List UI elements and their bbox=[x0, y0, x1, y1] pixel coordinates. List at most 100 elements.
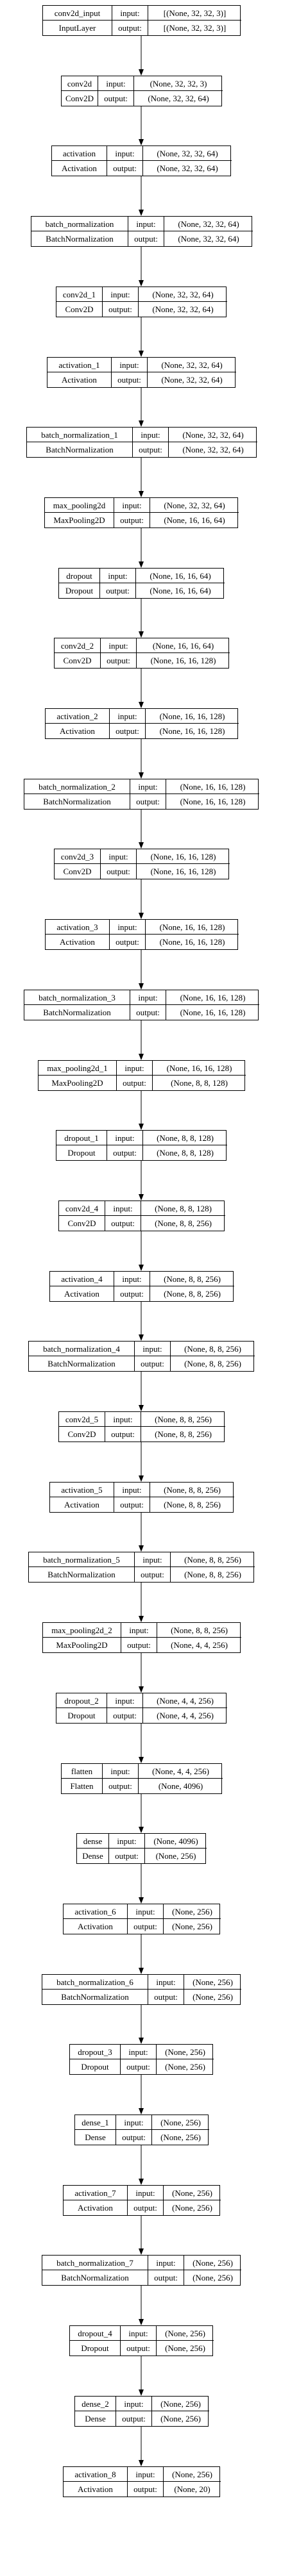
layer-name: dropout_1 bbox=[56, 1131, 107, 1145]
input-label: input: bbox=[128, 217, 164, 231]
arrowhead bbox=[139, 2108, 144, 2115]
input-label: input: bbox=[148, 2256, 184, 2270]
layer-name: batch_normalization_2 bbox=[24, 779, 130, 794]
output-shape: (None, 8, 8, 128) bbox=[171, 1078, 228, 1088]
output-label: output: bbox=[121, 2059, 157, 2074]
output-shape: (None, 16, 16, 128) bbox=[159, 937, 225, 947]
output-label: output: bbox=[130, 794, 166, 809]
output-label: output: bbox=[130, 1005, 166, 1020]
layer-type: BatchNormalization bbox=[31, 231, 128, 246]
layer-name: dense_2 bbox=[75, 2397, 116, 2411]
layer-type: Dense bbox=[77, 1849, 109, 1863]
output-shape: (None, 16, 16, 128) bbox=[150, 867, 216, 876]
input-label: input: bbox=[110, 709, 146, 724]
layer-name: conv2d_5 bbox=[59, 1412, 105, 1427]
arrowhead bbox=[139, 280, 144, 287]
layer-type: InputLayer bbox=[43, 21, 112, 35]
layer-type: BatchNormalization bbox=[29, 1356, 135, 1371]
layer-name: batch_normalization bbox=[31, 217, 128, 231]
input-shape: (None, 4, 4, 256) bbox=[143, 1693, 227, 1708]
layer-name: activation_1 bbox=[47, 358, 112, 372]
output-shape: (None, 32, 32, 64) bbox=[182, 445, 244, 454]
input-shape: (None, 8, 8, 128) bbox=[141, 1201, 225, 1216]
layer-type: Conv2D bbox=[55, 864, 101, 879]
input-label: input: bbox=[101, 638, 137, 653]
arrowhead bbox=[139, 983, 144, 990]
output-shape: (None, 256) bbox=[172, 2203, 212, 2213]
output-shape: (None, 8, 8, 256) bbox=[155, 1429, 212, 1439]
input-label: input: bbox=[116, 2115, 152, 2130]
output-shape: (None, 4, 4, 256) bbox=[171, 1640, 228, 1650]
layer-type: Dense bbox=[75, 2130, 116, 2145]
layer-type: BatchNormalization bbox=[42, 1990, 148, 2004]
arrowhead bbox=[139, 1265, 144, 1271]
arrowhead bbox=[139, 1827, 144, 1833]
arrowhead bbox=[139, 1334, 144, 1341]
output-shape: (None, 16, 16, 64) bbox=[164, 515, 225, 525]
layer-type: Activation bbox=[46, 935, 110, 949]
layer-name: activation_3 bbox=[46, 920, 110, 935]
arrowhead bbox=[139, 1686, 144, 1693]
input-shape: (None, 32, 32, 64) bbox=[148, 358, 236, 372]
arrowhead bbox=[139, 1545, 144, 1552]
arrowhead bbox=[139, 772, 144, 779]
layer-name: activation_4 bbox=[50, 1272, 114, 1286]
input-shape: (None, 8, 8, 128) bbox=[143, 1131, 227, 1145]
output-shape: (None, 32, 32, 64) bbox=[157, 163, 218, 173]
arrowhead bbox=[139, 1616, 144, 1622]
output-shape: [(None, 32, 32, 3)] bbox=[163, 23, 227, 33]
layer-name: activation_5 bbox=[50, 1483, 114, 1497]
layer-type: Conv2D bbox=[56, 302, 103, 317]
output-shape: (None, 8, 8, 256) bbox=[164, 1289, 221, 1299]
arrowhead bbox=[139, 1897, 144, 1904]
layer-type: Dense bbox=[75, 2411, 116, 2426]
layer-name: batch_normalization_5 bbox=[29, 1552, 135, 1567]
input-shape: (None, 32, 32, 64) bbox=[169, 428, 257, 442]
input-label: input: bbox=[109, 1834, 145, 1849]
output-shape: (None, 16, 16, 64) bbox=[150, 586, 211, 595]
arrowhead bbox=[139, 913, 144, 919]
input-shape: (None, 32, 32, 64) bbox=[164, 217, 253, 231]
input-shape: (None, 16, 16, 128) bbox=[146, 709, 239, 724]
output-label: output: bbox=[117, 1076, 153, 1090]
input-shape: (None, 256) bbox=[157, 2045, 214, 2059]
output-label: output: bbox=[116, 2130, 152, 2145]
output-label: output: bbox=[107, 1145, 143, 1160]
arrowhead bbox=[139, 2248, 144, 2255]
layer-name: dropout bbox=[59, 569, 100, 583]
layer-type: Conv2D bbox=[59, 1427, 105, 1442]
layer-type: Dropout bbox=[56, 1708, 107, 1723]
layer-name: conv2d_4 bbox=[59, 1201, 105, 1216]
input-shape: (None, 8, 8, 256) bbox=[171, 1552, 255, 1567]
input-label: input: bbox=[110, 920, 146, 935]
layer-type: MaxPooling2D bbox=[43, 1638, 121, 1652]
input-shape: [(None, 32, 32, 3)] bbox=[148, 6, 241, 21]
output-shape: (None, 20) bbox=[174, 2484, 210, 2494]
arrowhead bbox=[139, 69, 144, 76]
layer-type: Activation bbox=[46, 724, 110, 738]
input-label: input: bbox=[100, 569, 136, 583]
input-shape: (None, 16, 16, 128) bbox=[137, 849, 230, 864]
layer-type: BatchNormalization bbox=[29, 1567, 135, 1582]
output-label: output: bbox=[112, 21, 148, 35]
input-shape: (None, 256) bbox=[164, 2186, 221, 2200]
layer-type: Activation bbox=[52, 161, 107, 176]
output-shape: (None, 8, 8, 256) bbox=[164, 1500, 221, 1509]
output-label: output: bbox=[128, 231, 164, 246]
output-label: output: bbox=[148, 1990, 184, 2004]
layer-name: batch_normalization_6 bbox=[42, 1975, 148, 1990]
input-shape: (None, 8, 8, 256) bbox=[171, 1342, 255, 1356]
